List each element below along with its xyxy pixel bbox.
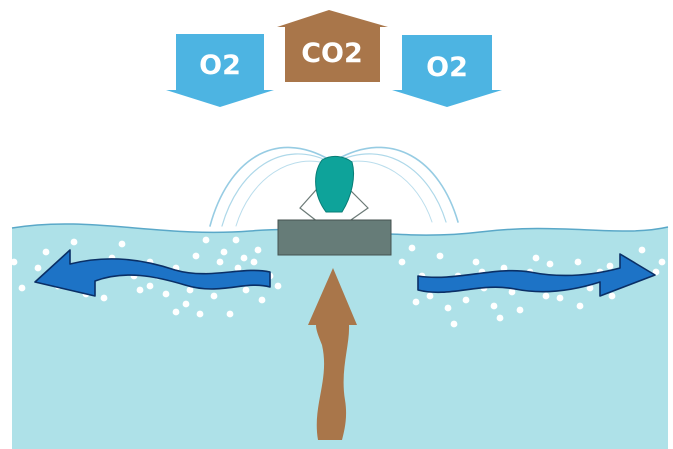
left-current-arrow xyxy=(34,249,271,297)
co2-center-label: CO2 xyxy=(301,38,363,69)
air-bubble-icon xyxy=(210,292,218,300)
air-bubble-icon xyxy=(546,260,554,268)
air-bubble-icon xyxy=(34,264,42,272)
air-bubble-icon xyxy=(226,310,234,318)
air-bubble-icon xyxy=(162,290,170,298)
air-bubble-icon xyxy=(202,236,210,244)
air-bubble-icon xyxy=(658,258,666,266)
air-bubble-icon xyxy=(606,262,614,270)
air-bubble-icon xyxy=(576,302,584,310)
air-bubble-icon xyxy=(182,300,190,308)
air-bubble-icon xyxy=(70,238,78,246)
air-bubble-icon xyxy=(412,298,420,306)
air-bubble-icon xyxy=(186,286,194,294)
air-bubble-icon xyxy=(136,286,144,294)
air-bubble-icon xyxy=(450,320,458,328)
air-bubble-icon xyxy=(490,302,498,310)
air-bubble-icon xyxy=(100,294,108,302)
air-bubble-icon xyxy=(274,282,282,290)
air-bubble-icon xyxy=(250,258,258,266)
air-bubble-icon xyxy=(398,258,406,266)
air-bubble-icon xyxy=(496,314,504,322)
fountain-aerator-icon xyxy=(277,155,392,256)
air-bubble-icon xyxy=(118,240,126,248)
right-current-arrow xyxy=(417,253,656,297)
air-bubble-icon xyxy=(508,288,516,296)
air-bubble-icon xyxy=(532,254,540,262)
o2-left-label: O2 xyxy=(199,50,241,81)
o2-right-label: O2 xyxy=(426,52,468,83)
air-bubble-icon xyxy=(220,248,228,256)
air-bubble-icon xyxy=(444,304,452,312)
air-bubble-icon xyxy=(18,284,26,292)
float-platform xyxy=(277,219,392,256)
air-bubble-icon xyxy=(608,292,616,300)
air-bubble-icon xyxy=(408,244,416,252)
air-bubble-icon xyxy=(516,306,524,314)
o2-left-arrow: O2 xyxy=(166,34,274,107)
air-bubble-icon xyxy=(472,258,480,266)
air-bubble-icon xyxy=(172,308,180,316)
air-bubble-icon xyxy=(232,236,240,244)
air-bubble-icon xyxy=(462,296,470,304)
air-bubble-icon xyxy=(586,284,594,292)
air-bubble-icon xyxy=(146,282,154,290)
air-bubble-icon xyxy=(574,258,582,266)
air-bubble-icon xyxy=(42,248,50,256)
air-bubble-icon xyxy=(196,310,204,318)
air-bubble-icon xyxy=(436,252,444,260)
air-bubble-icon xyxy=(500,264,508,272)
air-bubble-icon xyxy=(242,286,250,294)
air-bubble-icon xyxy=(10,258,18,266)
air-bubble-icon xyxy=(258,296,266,304)
air-bubble-icon xyxy=(426,292,434,300)
air-bubble-icon xyxy=(556,294,564,302)
air-bubble-icon xyxy=(638,246,646,254)
upflow-arrow xyxy=(308,268,357,440)
air-bubble-icon xyxy=(192,252,200,260)
o2-right-arrow: O2 xyxy=(392,35,502,107)
air-bubble-icon xyxy=(542,292,550,300)
air-bubble-icon xyxy=(216,258,224,266)
air-bubble-icon xyxy=(240,254,248,262)
co2-center-arrow: CO2 xyxy=(277,10,388,82)
air-bubble-icon xyxy=(234,264,242,272)
air-bubble-icon xyxy=(254,246,262,254)
